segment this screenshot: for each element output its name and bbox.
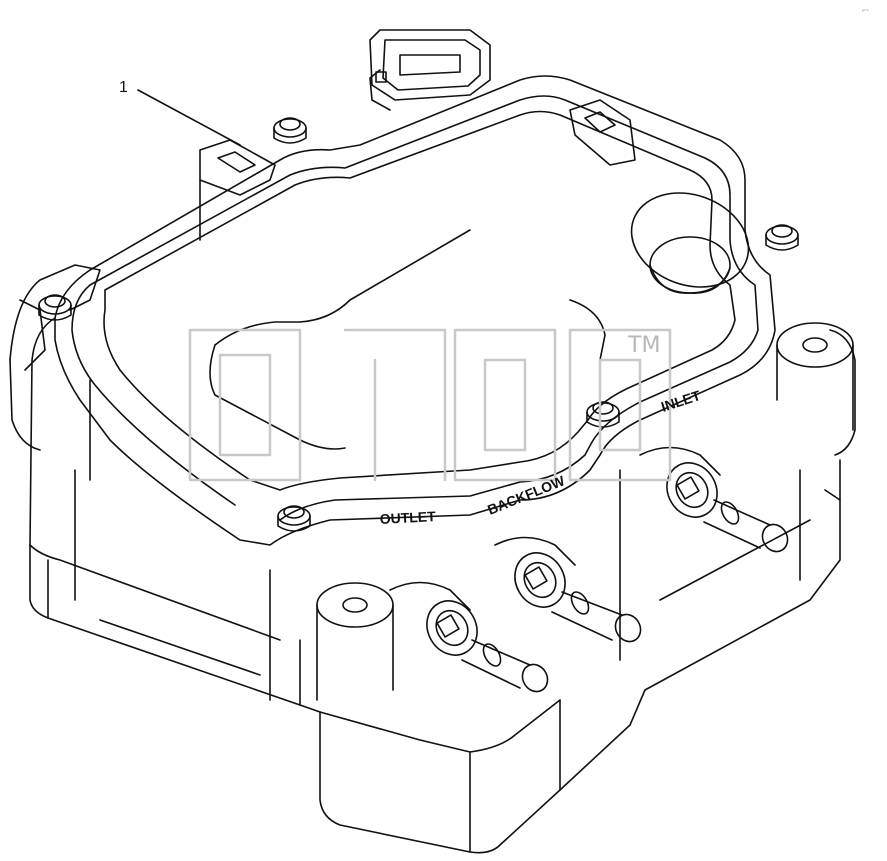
outlet-label: OUTLET [379,508,436,527]
bolt-top-left [273,117,307,144]
outlet-fitting [389,581,549,693]
pump-housing [29,317,856,854]
cover [54,75,776,546]
callout-number-1: 1 [119,79,128,96]
backflow-fitting [494,536,642,643]
electrical-connector-top [369,29,491,111]
watermark [188,328,672,482]
bolt-front [277,505,311,532]
mounting-boss-right [776,322,854,431]
bolt-middle [586,401,620,428]
corner-mark: ⌐~ [862,8,870,14]
callout-1 [137,89,241,146]
bolt-right-upper [765,224,799,251]
inlet-fitting [639,446,789,553]
watermark-trademark: TM [627,333,660,358]
side-connector-left [9,264,101,451]
bolt-left [38,294,72,321]
mounting-tab-right [569,99,636,166]
mounting-boss-front [316,582,394,701]
bolts [38,117,799,532]
